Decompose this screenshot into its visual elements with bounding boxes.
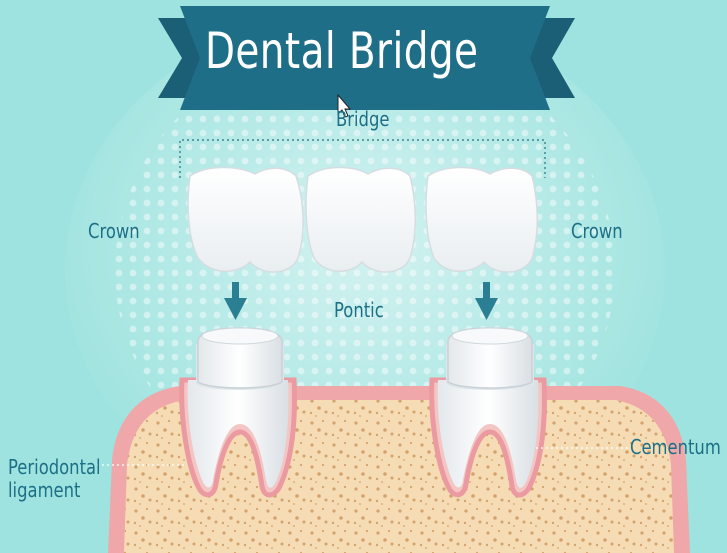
crown-right-label: Crown <box>571 219 623 243</box>
bridge-bracket <box>179 139 546 178</box>
pontic-shape <box>305 166 416 273</box>
down-arrow-icon <box>475 282 498 320</box>
crown-right-shape <box>425 166 538 273</box>
crown-left-label: Crown <box>88 219 140 243</box>
cursor-arrow-icon <box>337 93 352 118</box>
periodontal-ligament-label: Periodontal ligament <box>8 455 101 502</box>
cementum-label: Cementum <box>630 435 721 459</box>
title-banner <box>158 6 575 110</box>
crown-left-shape <box>187 166 304 273</box>
page-title: Dental Bridge <box>205 22 479 80</box>
abutment-tooth-right <box>429 327 547 498</box>
down-arrow-icon <box>224 282 247 320</box>
pontic-label: Pontic <box>334 298 384 322</box>
bridge-crowns <box>187 166 538 273</box>
bridge-label: Bridge <box>336 107 390 131</box>
abutment-tooth-left <box>179 327 297 498</box>
